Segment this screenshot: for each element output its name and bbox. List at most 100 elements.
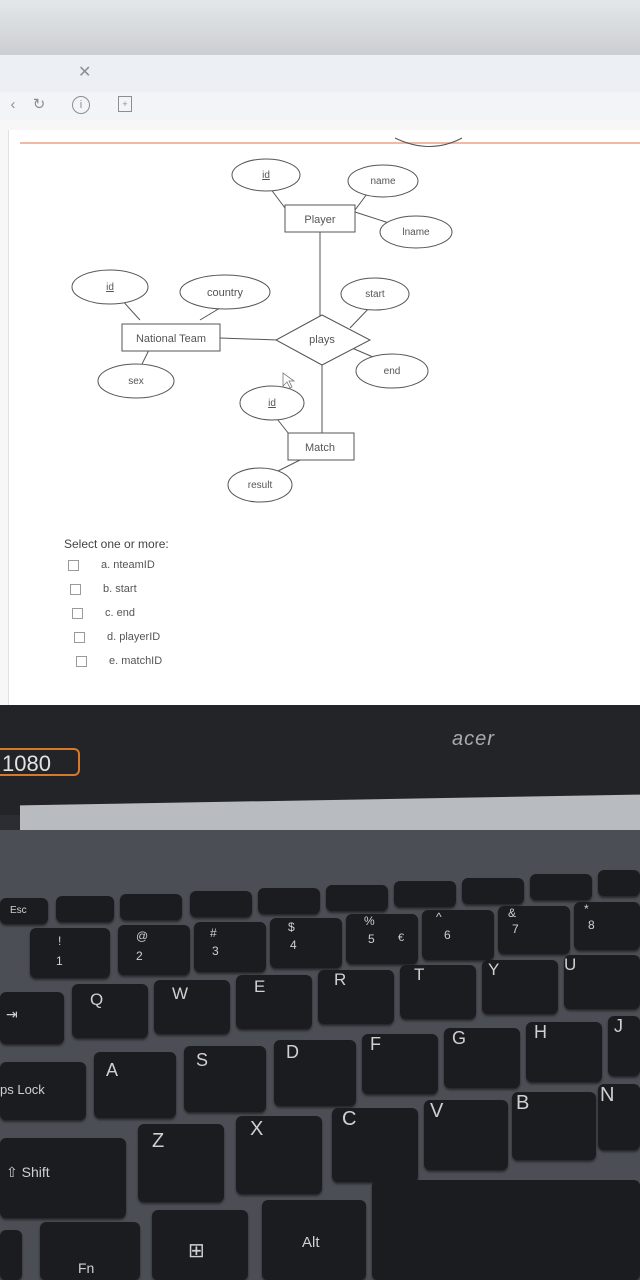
option-c-label: c. end xyxy=(105,607,135,619)
key-u[interactable]: U xyxy=(564,955,640,1009)
key-f8[interactable] xyxy=(530,874,592,900)
entity-player-label: Player xyxy=(304,214,336,226)
entity-national-team-label: National Team xyxy=(136,333,206,345)
entity-match-label: Match xyxy=(305,442,335,454)
option-d[interactable]: d. playerID xyxy=(74,631,160,643)
page-icon[interactable]: + xyxy=(118,96,132,112)
checkbox-e[interactable] xyxy=(76,655,87,667)
entity-player xyxy=(284,204,356,233)
key-tab[interactable]: ⇥ xyxy=(0,992,64,1044)
key-3[interactable]: #3 xyxy=(194,922,266,972)
attribute-player-id xyxy=(231,158,301,192)
attribute-start-label: start xyxy=(365,289,385,300)
resolution-badge: 1080 xyxy=(0,748,80,776)
mouse-cursor-icon xyxy=(282,372,296,389)
attribute-lname xyxy=(379,215,453,249)
key-ctrl[interactable] xyxy=(0,1230,22,1280)
key-n[interactable]: N xyxy=(598,1084,640,1150)
attribute-match-id xyxy=(239,385,305,421)
key-f6[interactable] xyxy=(394,881,456,907)
option-b-label: b. start xyxy=(103,583,137,595)
attribute-match-id-label: id xyxy=(268,398,276,409)
key-x[interactable]: X xyxy=(236,1116,322,1194)
browser-toolbar xyxy=(0,92,640,122)
key-1[interactable]: !1 xyxy=(30,928,110,978)
attribute-team-id-label: id xyxy=(106,282,114,293)
entity-national-team xyxy=(121,323,221,352)
key-r[interactable]: R xyxy=(318,970,394,1024)
attribute-lname-label: lname xyxy=(402,227,430,238)
key-space[interactable] xyxy=(372,1180,640,1280)
key-f1[interactable] xyxy=(56,896,114,922)
attribute-end xyxy=(355,353,429,389)
key-windows[interactable]: ⊞ xyxy=(152,1210,248,1280)
key-z[interactable]: Z xyxy=(138,1124,224,1202)
er-diagram: Player National Team Match plays id name… xyxy=(71,137,463,503)
option-d-label: d. playerID xyxy=(107,631,161,643)
key-y[interactable]: Y xyxy=(482,960,558,1014)
attribute-name-label: name xyxy=(370,176,395,187)
checkbox-a[interactable] xyxy=(68,559,79,571)
key-esc[interactable]: Esc xyxy=(0,898,48,924)
key-2[interactable]: @2 xyxy=(118,925,190,975)
key-f5[interactable] xyxy=(326,885,388,911)
key-7[interactable]: &7 xyxy=(498,906,570,954)
option-b[interactable]: b. start xyxy=(70,583,137,595)
attribute-result-label: result xyxy=(248,480,273,491)
key-h[interactable]: H xyxy=(526,1022,602,1082)
attribute-player-id-label: id xyxy=(262,170,270,181)
key-6[interactable]: ^6 xyxy=(422,910,494,960)
attribute-name xyxy=(347,164,419,198)
window-titlebar xyxy=(0,55,640,96)
key-f[interactable]: F xyxy=(362,1034,438,1094)
attribute-country xyxy=(179,274,271,310)
windows-icon: ⊞ xyxy=(188,1240,205,1262)
option-e[interactable]: e. matchID xyxy=(76,655,162,667)
key-b[interactable]: B xyxy=(512,1092,596,1160)
reload-icon[interactable]: ↻ xyxy=(32,96,46,113)
close-icon[interactable]: ✕ xyxy=(78,64,92,81)
brand-logo: acer xyxy=(452,728,495,750)
key-8[interactable]: *8 xyxy=(574,902,640,950)
key-5[interactable]: %5€ xyxy=(346,914,418,964)
option-a-label: a. nteamID xyxy=(101,559,155,571)
entity-match xyxy=(287,432,355,461)
relationship-plays-label: plays xyxy=(309,334,335,346)
key-a[interactable]: A xyxy=(94,1052,176,1118)
attribute-sex xyxy=(97,363,175,399)
checkbox-d[interactable] xyxy=(74,631,85,643)
key-fn[interactable]: Fn xyxy=(40,1222,140,1280)
key-c[interactable]: C xyxy=(332,1108,418,1182)
accent-divider xyxy=(20,142,640,144)
key-4[interactable]: $4 xyxy=(270,918,342,968)
key-t[interactable]: T xyxy=(400,965,476,1019)
key-f9[interactable] xyxy=(598,870,640,896)
back-arrow-icon[interactable]: ‹ xyxy=(10,96,16,113)
checkbox-b[interactable] xyxy=(70,583,81,595)
attribute-sex-label: sex xyxy=(128,376,144,387)
attribute-country-label: country xyxy=(207,287,244,299)
key-d[interactable]: D xyxy=(274,1040,356,1106)
key-f2[interactable] xyxy=(120,894,182,920)
key-j[interactable]: J xyxy=(608,1016,640,1076)
key-q[interactable]: Q xyxy=(72,984,148,1038)
question-prompt: Select one or more: xyxy=(64,537,169,551)
option-e-label: e. matchID xyxy=(109,655,163,667)
checkbox-c[interactable] xyxy=(72,607,83,619)
info-icon[interactable]: i xyxy=(72,96,90,114)
key-alt[interactable]: Alt xyxy=(262,1200,366,1280)
key-w[interactable]: W xyxy=(154,980,230,1034)
key-g[interactable]: G xyxy=(444,1028,520,1088)
key-v[interactable]: V xyxy=(424,1100,508,1170)
key-e[interactable]: E xyxy=(236,975,312,1029)
key-f4[interactable] xyxy=(258,888,320,914)
attribute-start xyxy=(340,277,410,311)
key-caps-lock[interactable]: ps Lock xyxy=(0,1062,86,1120)
option-a[interactable]: a. nteamID xyxy=(68,559,155,571)
key-f7[interactable] xyxy=(462,878,524,904)
option-c[interactable]: c. end xyxy=(72,607,135,619)
key-s[interactable]: S xyxy=(184,1046,266,1112)
attribute-team-id xyxy=(71,269,149,305)
key-f3[interactable] xyxy=(190,891,252,917)
key-shift[interactable]: ⇧ Shift xyxy=(0,1138,126,1218)
